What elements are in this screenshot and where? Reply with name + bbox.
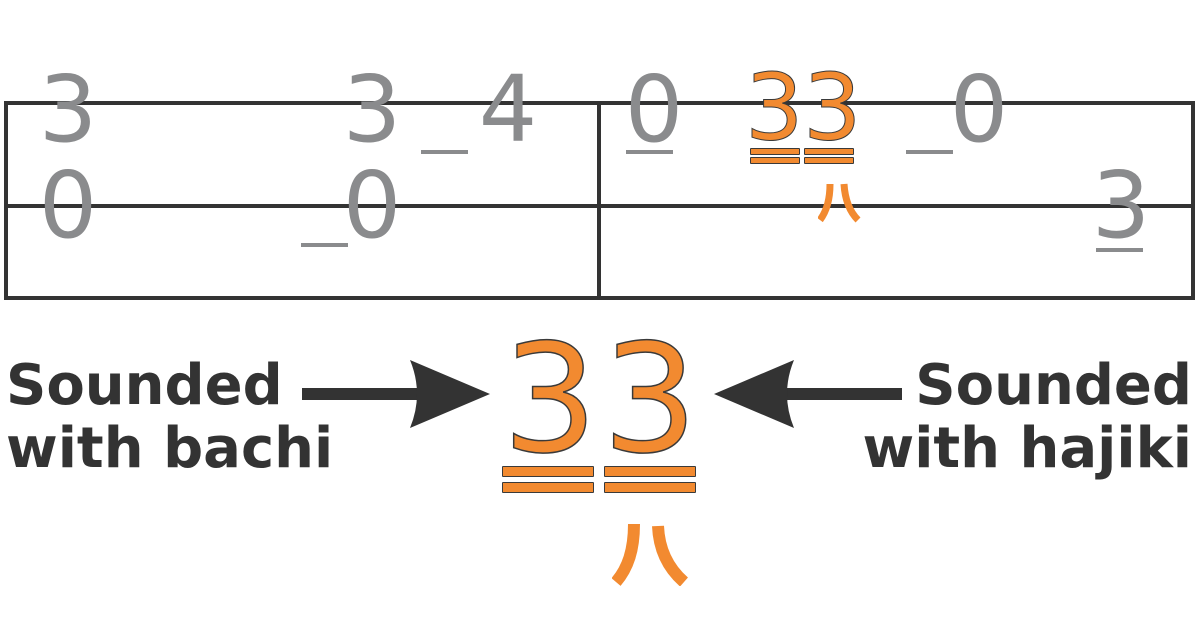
- bachi-label: Sounded with bachi: [6, 353, 334, 481]
- note: 3: [38, 56, 98, 163]
- arrow-left-icon: [714, 360, 902, 428]
- staff-right-border: [1191, 101, 1195, 300]
- orange-note: 3: [745, 54, 805, 161]
- double-underline: [750, 157, 800, 164]
- orange-note: 3: [803, 54, 863, 161]
- note-underline: [1096, 248, 1143, 252]
- double-underline: [604, 466, 696, 477]
- double-underline: [502, 466, 594, 477]
- hajiki-mark-icon: [612, 523, 689, 586]
- measure-barline: [597, 101, 601, 300]
- staff-left-border: [4, 101, 8, 300]
- note-underline: [421, 150, 468, 154]
- hajiki-label-line2: with hajiki: [862, 415, 1192, 481]
- note-underline: [906, 150, 953, 154]
- big-orange-note: 3: [502, 313, 599, 487]
- note: 0: [624, 56, 684, 163]
- double-underline: [804, 148, 854, 155]
- big-orange-note: 3: [602, 313, 699, 487]
- double-underline: [804, 157, 854, 164]
- hajiki-label: Sounded with hajiki: [862, 353, 1192, 481]
- bachi-label-line1: Sounded: [6, 353, 283, 418]
- double-underline: [604, 482, 696, 493]
- hajiki-mark-icon: [818, 183, 861, 223]
- note: 3: [342, 56, 402, 163]
- note-underline: [626, 150, 673, 154]
- hajiki-label-line1: Sounded: [915, 353, 1192, 418]
- note: 0: [342, 152, 402, 259]
- note: 0: [38, 152, 98, 259]
- arrow-right-icon: [302, 360, 490, 428]
- bachi-label-line2: with bachi: [6, 415, 334, 481]
- note: 0: [949, 56, 1009, 163]
- note-underline: [301, 243, 348, 247]
- double-underline: [750, 148, 800, 155]
- double-underline: [502, 482, 594, 493]
- note: 3: [1091, 152, 1151, 259]
- note: 4: [478, 56, 538, 163]
